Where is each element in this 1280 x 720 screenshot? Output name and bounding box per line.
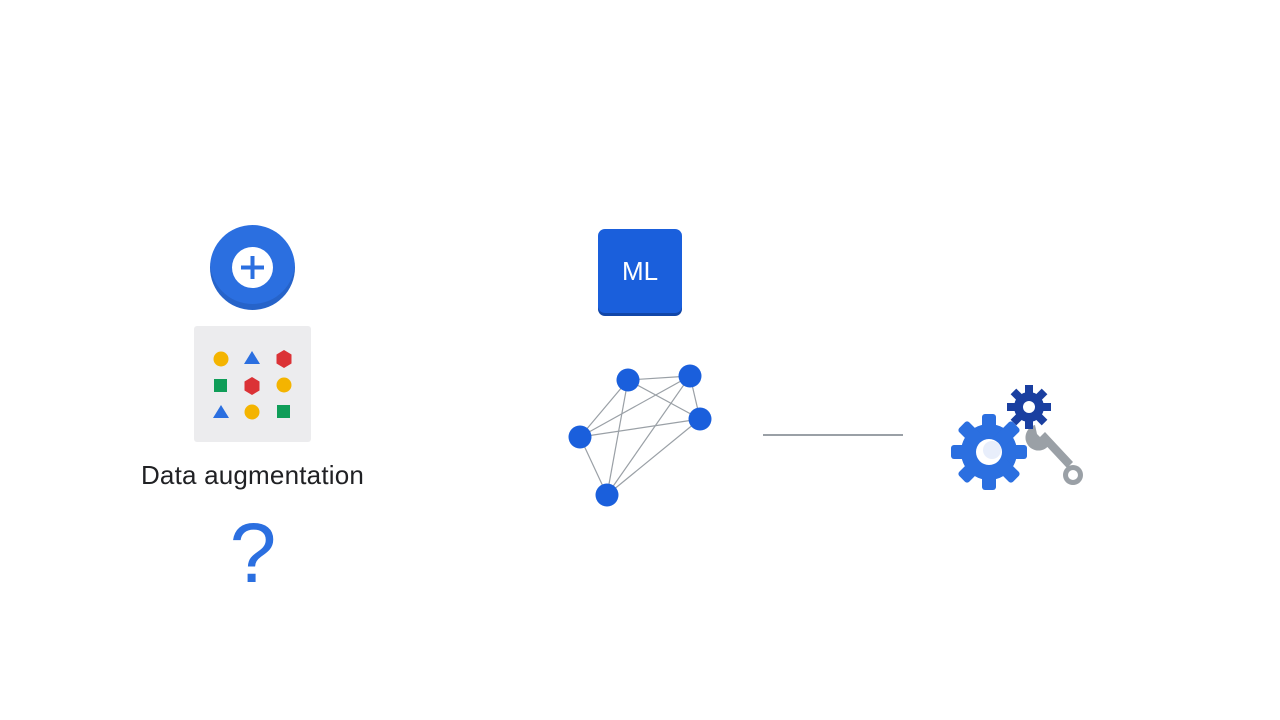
red-hexagon (244, 377, 260, 395)
question-mark-icon: ? (229, 506, 277, 600)
neural-network-icon (568, 364, 712, 507)
yellow-circle (213, 351, 229, 367)
network-edge (627, 379, 701, 420)
small-gear-icon (1007, 385, 1051, 429)
network-edge (606, 418, 701, 496)
blue-triangle (244, 351, 260, 364)
plus-inner (232, 247, 273, 288)
network-edge (579, 375, 691, 438)
plus-icon (241, 256, 264, 279)
network-node (595, 483, 619, 507)
red-hexagon (276, 350, 292, 368)
ml-badge-icon: ML (598, 229, 682, 313)
gears-wrench-icon (951, 385, 1083, 490)
network-node (616, 368, 640, 392)
plus-circle-icon (210, 225, 295, 310)
yellow-circle (276, 377, 292, 393)
green-square (277, 405, 290, 418)
big-gear-icon (951, 414, 1027, 490)
network-edge (606, 379, 629, 496)
network-node (568, 425, 592, 449)
shapes-grid-icon (194, 326, 311, 442)
yellow-circle (244, 404, 260, 420)
blue-triangle (213, 405, 229, 418)
data-augmentation-label: Data augmentation (140, 460, 365, 490)
network-edge (579, 379, 629, 438)
network-node (688, 407, 712, 431)
network-node (678, 364, 702, 388)
connector-line (763, 434, 903, 436)
green-square (214, 379, 227, 392)
network-edge (579, 418, 701, 438)
wrench-icon (1025, 425, 1083, 485)
network-edge (606, 375, 691, 496)
